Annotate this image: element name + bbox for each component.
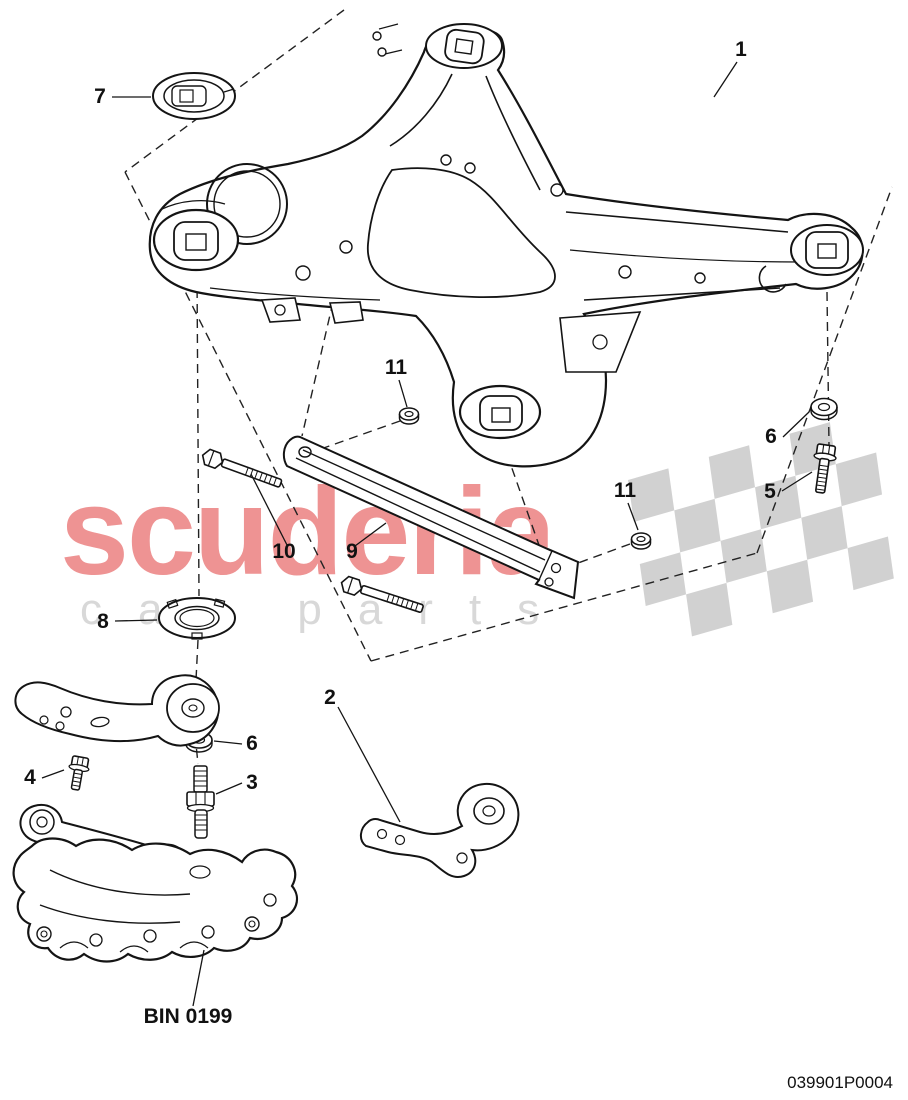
callout-3: 3: [246, 771, 258, 794]
callout-9: 9: [346, 540, 358, 563]
callout-11-lower: 11: [614, 479, 637, 502]
left-bushing-mount: [152, 208, 240, 272]
callout-4: 4: [24, 766, 36, 789]
bin-bracket: [12, 804, 299, 963]
ring-part-8: [158, 597, 236, 640]
washer-part-11-upper: [398, 407, 420, 425]
bin-code-label: BIN 0199: [144, 1005, 233, 1028]
callout-6-right: 6: [765, 425, 777, 448]
subframe-assembly: [148, 23, 864, 468]
leader-lines: [41, 61, 813, 1007]
callout-1: 1: [735, 38, 747, 61]
cap-part-7: [152, 72, 236, 120]
right-bushing-mount: [758, 224, 864, 293]
callout-5: 5: [764, 480, 776, 503]
top-bushing-mount: [372, 23, 503, 69]
bolt-part-10-lower: [340, 575, 424, 613]
lower-bushing-mount: [458, 311, 642, 440]
stud-part-3: [186, 765, 215, 839]
callout-11-upper: 11: [385, 356, 408, 379]
callout-6-left: 6: [246, 732, 258, 755]
bolt-part-4: [68, 755, 90, 791]
washer-part-6-right: [810, 397, 838, 421]
callout-8: 8: [97, 610, 109, 633]
washer-part-11-lower: [630, 532, 652, 550]
bolt-part-10-upper: [201, 448, 283, 488]
callout-labels: 1 7 11 10 9 11 6 5 8 2 6 4 3: [24, 38, 777, 794]
drawing-number: 039901P0004: [787, 1073, 893, 1092]
bolt-part-5: [813, 443, 837, 494]
callout-10: 10: [272, 540, 295, 563]
watermark: scuderia car parts: [60, 422, 894, 637]
watermark-sub-text: car parts: [80, 585, 575, 634]
checkered-flag-watermark: [628, 422, 894, 637]
callout-2: 2: [324, 686, 336, 709]
bracket-part-2-left: [14, 674, 220, 747]
bracket-part-2-right: [360, 783, 520, 878]
callout-7: 7: [94, 85, 106, 108]
cross-brace-part-9: [282, 435, 580, 600]
